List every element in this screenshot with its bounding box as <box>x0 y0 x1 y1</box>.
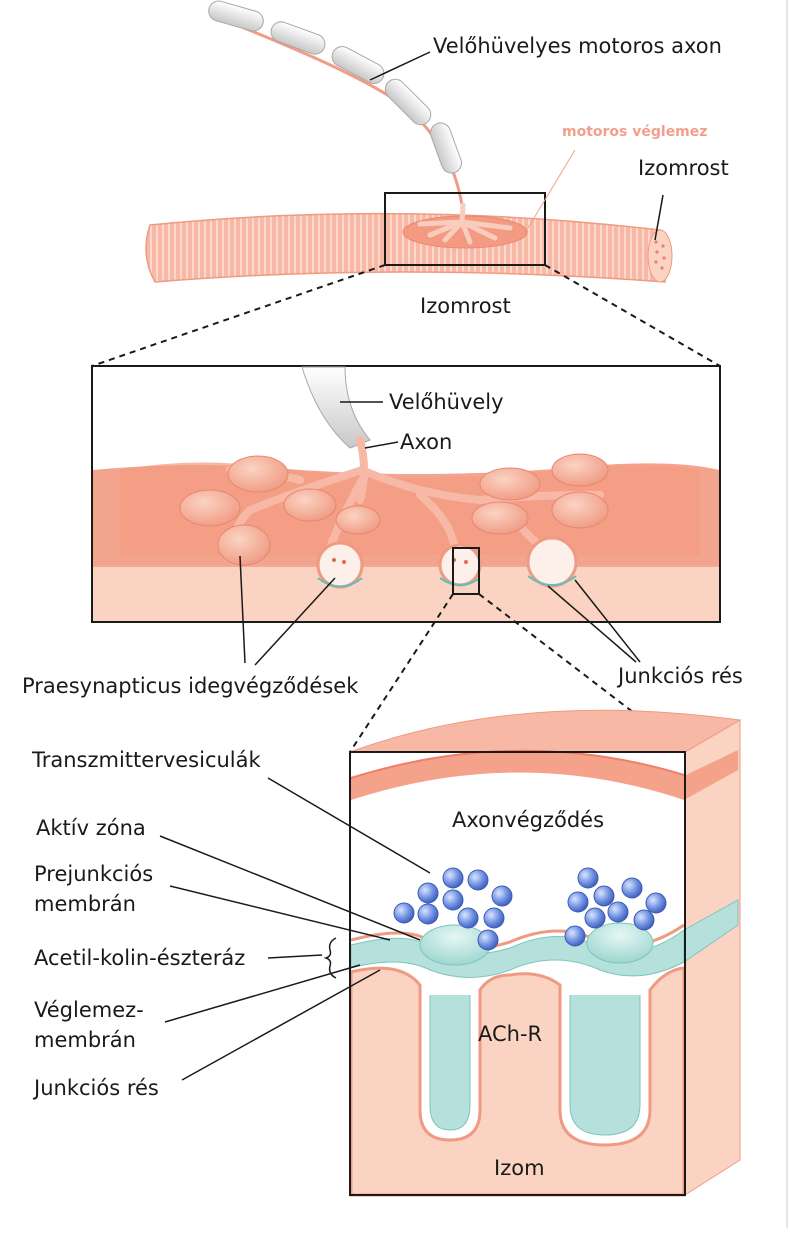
active-zones <box>419 922 654 966</box>
bottom-detail <box>349 709 742 1197</box>
motor-endplate-top <box>402 202 528 249</box>
presynaptic-bulbs <box>179 453 609 566</box>
label-presynaptic-terminals: Praesynapticus idegvégződések <box>22 674 359 698</box>
bottom-detail-box <box>349 751 686 1196</box>
myelinated-axon <box>208 0 464 206</box>
label-junctional-cleft-bottom: Junkciós rés <box>34 1076 159 1100</box>
transmitter-vesicles <box>393 867 667 951</box>
synaptic-rings <box>316 536 578 589</box>
label-junctional-cleft-top: Junkciós rés <box>618 664 743 688</box>
zoom-box-top <box>384 192 546 266</box>
zoom-box-middle <box>452 547 480 595</box>
label-prejunctional-2: membrán <box>34 892 136 916</box>
label-motor-endplate: motoros véglemez <box>562 124 708 140</box>
label-myelinated-axon: Velőhüvelyes motoros axon <box>433 34 722 58</box>
label-muscle: Izom <box>494 1156 545 1180</box>
label-active-zone: Aktív zóna <box>36 816 146 840</box>
label-prejunctional-1: Prejunkciós <box>34 862 154 886</box>
label-myelin-sheath: Velőhüvely <box>389 390 504 414</box>
label-axon: Axon <box>400 430 453 454</box>
leader-lines-bottom <box>159 777 431 1081</box>
label-ach-receptor: ACh-R <box>478 1022 543 1046</box>
label-axon-terminal: Axonvégződés <box>452 808 605 832</box>
label-endplate-membrane-2: membrán <box>34 1028 136 1052</box>
label-muscle-fiber-right: Izomrost <box>638 156 729 180</box>
label-acetylcholinesterase: Acetil-kolin-észteráz <box>34 946 246 970</box>
label-endplate-membrane-1: Véglemez- <box>34 998 144 1022</box>
muscle-fiber-top <box>145 212 673 283</box>
label-transmitter-vesicles: Transzmittervesiculák <box>32 748 261 772</box>
label-muscle-fiber-bottom: Izomrost <box>420 294 511 318</box>
